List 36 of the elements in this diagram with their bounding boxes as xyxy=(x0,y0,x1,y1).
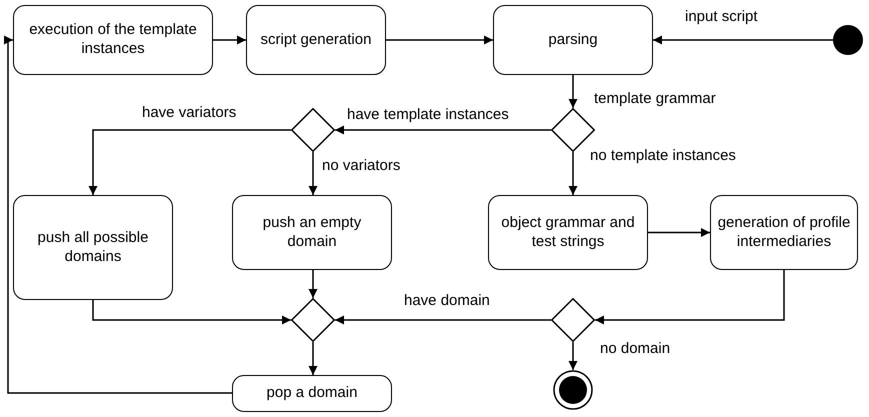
arrow xyxy=(308,270,318,298)
action-label: parsing xyxy=(548,30,598,50)
arrow xyxy=(568,152,578,195)
arrow xyxy=(92,300,291,324)
edge-label: no template instances xyxy=(588,147,738,165)
arrow xyxy=(386,36,493,44)
action-label: script generation xyxy=(260,30,372,50)
action-box xyxy=(232,195,392,270)
action-box xyxy=(13,5,213,75)
arrow xyxy=(308,342,318,375)
action-box xyxy=(493,5,653,75)
action-box xyxy=(710,195,858,270)
action-label: pop a domain xyxy=(266,384,358,403)
arrow xyxy=(308,152,318,195)
action-box xyxy=(488,195,648,270)
arrow xyxy=(213,36,246,44)
arrow xyxy=(88,129,291,195)
arrow xyxy=(653,36,833,44)
action-box xyxy=(246,5,386,75)
arrow xyxy=(4,36,232,394)
edge-label: template grammar xyxy=(592,90,718,108)
arrow xyxy=(595,270,785,324)
arrow xyxy=(568,342,578,370)
arrow xyxy=(568,75,578,108)
action-label: push an empty domain xyxy=(262,214,362,252)
action-label: generation of profile intermediaries xyxy=(717,214,851,252)
action-label: object grammar and test strings xyxy=(500,214,636,252)
arrow xyxy=(648,228,710,237)
edge-label: input script xyxy=(683,8,760,26)
action-label: execution of the template instances xyxy=(28,21,198,59)
action-label: push all possible domains xyxy=(36,228,150,266)
action-box xyxy=(13,195,173,300)
action-box xyxy=(232,375,392,412)
arrow xyxy=(335,126,551,134)
arrow xyxy=(335,316,551,324)
edge-label: have template instances xyxy=(345,106,511,124)
